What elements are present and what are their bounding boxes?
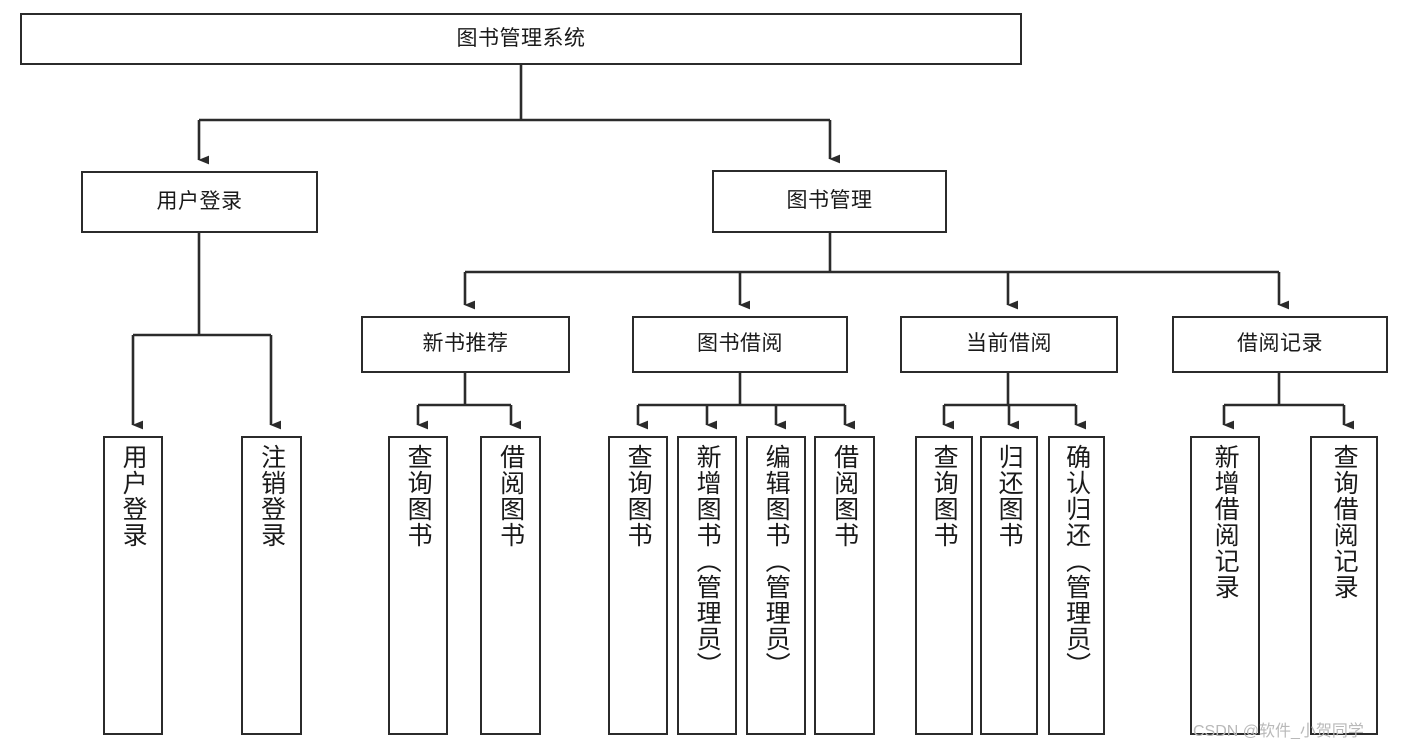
node-label: 当前借阅 (966, 332, 1052, 356)
node-label: 归还图书 (995, 444, 1024, 548)
leaf-node-leaf-user-login[interactable]: 用户登录 (103, 436, 163, 735)
node-label: 查询图书 (930, 444, 959, 548)
node-label: 图书管理系统 (456, 26, 586, 50)
node-label: 用户登录 (156, 189, 243, 213)
leaf-node-leaf-edit-book-admin[interactable]: 编辑图书（管理员） (746, 436, 806, 735)
node-label: 确认归还（管理员） (1062, 444, 1091, 678)
node-book-management[interactable]: 图书管理 (712, 170, 947, 233)
node-label: 图书管理 (786, 189, 873, 213)
node-label: 借阅图书 (496, 444, 525, 548)
leaf-node-leaf-query-book-borrow[interactable]: 查询图书 (608, 436, 668, 735)
leaf-node-leaf-query-book-current[interactable]: 查询图书 (915, 436, 973, 735)
leaf-node-leaf-borrow-book[interactable]: 借阅图书 (814, 436, 875, 735)
leaf-node-leaf-logout[interactable]: 注销登录 (241, 436, 302, 735)
node-root[interactable]: 图书管理系统 (20, 13, 1022, 65)
node-user-login[interactable]: 用户登录 (81, 171, 318, 233)
node-label: 编辑图书（管理员） (762, 444, 791, 678)
node-label: 用户登录 (119, 444, 148, 548)
leaf-node-leaf-return-book[interactable]: 归还图书 (980, 436, 1038, 735)
node-label: 查询图书 (404, 444, 433, 548)
node-current-borrow[interactable]: 当前借阅 (900, 316, 1118, 373)
leaf-node-leaf-query-borrow-record[interactable]: 查询借阅记录 (1310, 436, 1378, 735)
leaf-node-leaf-add-book-admin[interactable]: 新增图书（管理员） (677, 436, 737, 735)
node-label: 借阅图书 (830, 444, 859, 548)
leaf-node-leaf-query-book-rec[interactable]: 查询图书 (388, 436, 448, 735)
node-label: 图书借阅 (697, 332, 783, 356)
node-label: 借阅记录 (1237, 332, 1323, 356)
node-label: 查询图书 (624, 444, 653, 548)
node-new-book-recommend[interactable]: 新书推荐 (361, 316, 570, 373)
node-label: 新书推荐 (422, 332, 509, 356)
node-label: 查询借阅记录 (1330, 444, 1359, 600)
node-label: 注销登录 (257, 444, 286, 548)
leaf-node-leaf-confirm-return-admin[interactable]: 确认归还（管理员） (1048, 436, 1105, 735)
node-book-borrow[interactable]: 图书借阅 (632, 316, 848, 373)
tree-edges (131, 65, 1355, 430)
leaf-node-leaf-borrow-book-rec[interactable]: 借阅图书 (480, 436, 541, 735)
node-borrow-record[interactable]: 借阅记录 (1172, 316, 1388, 373)
leaf-node-leaf-add-borrow-record[interactable]: 新增借阅记录 (1190, 436, 1260, 735)
node-label: 新增借阅记录 (1211, 444, 1240, 600)
node-label: 新增图书（管理员） (693, 444, 722, 678)
